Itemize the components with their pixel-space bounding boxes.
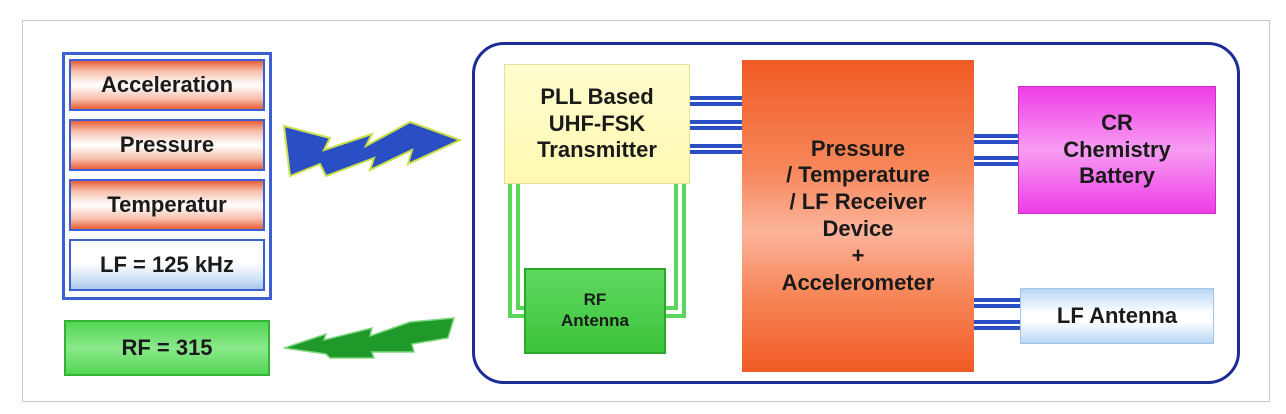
battery-label: CR Chemistry Battery <box>1063 109 1171 189</box>
incoming-signal-arrow <box>282 120 463 178</box>
outgoing-signal-arrow <box>283 317 456 359</box>
receiver-lf-antenna-connector <box>974 298 1020 330</box>
battery-block: CR Chemistry Battery <box>1018 86 1216 214</box>
lf-frequency-block: LF = 125 kHz <box>69 239 265 291</box>
receiver-battery-connector <box>974 134 1018 166</box>
transmitter-antenna-connector <box>508 184 686 318</box>
lf-antenna-block: LF Antenna <box>1020 288 1214 344</box>
temperature-block: Temperatur <box>69 179 265 231</box>
transmitter-receiver-connector <box>690 96 742 154</box>
pll-transmitter-label: PLL Based UHF-FSK Transmitter <box>537 83 657 163</box>
sensor-input-stack: Acceleration Pressure Temperatur LF = 12… <box>62 52 272 300</box>
rf-antenna-label: RF Antenna <box>561 290 629 330</box>
pll-transmitter-block: PLL Based UHF-FSK Transmitter <box>504 64 690 184</box>
rf-frequency-block: RF = 315 <box>64 320 270 376</box>
rf-antenna-block: RF Antenna <box>524 268 666 354</box>
pressure-block: Pressure <box>69 119 265 171</box>
receiver-device-label: Pressure / Temperature / LF Receiver Dev… <box>781 135 935 295</box>
acceleration-block: Acceleration <box>69 59 265 111</box>
receiver-device-block: Pressure / Temperature / LF Receiver Dev… <box>742 60 974 372</box>
